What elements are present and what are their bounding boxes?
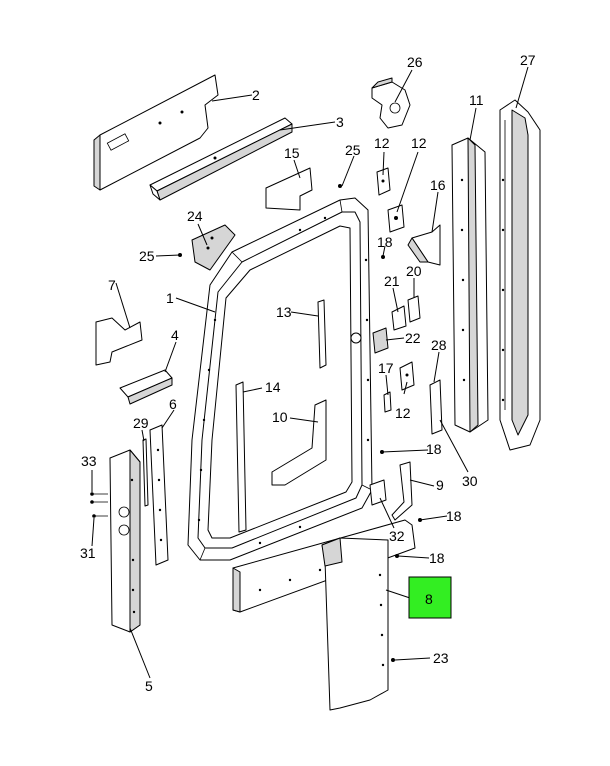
callout-12[interactable]: 12 bbox=[374, 135, 390, 151]
part-4-angle bbox=[119, 369, 173, 405]
part-8-rocker-panel bbox=[321, 537, 389, 711]
callout-4[interactable]: 4 bbox=[171, 327, 179, 343]
callout-12[interactable]: 12 bbox=[395, 405, 411, 421]
callout-20[interactable]: 20 bbox=[406, 263, 422, 279]
part-11-vertical-rail bbox=[451, 137, 489, 433]
callout-18[interactable]: 18 bbox=[446, 508, 462, 524]
callout-15[interactable]: 15 bbox=[284, 145, 300, 161]
callout-27[interactable]: 27 bbox=[520, 52, 536, 68]
callout-16[interactable]: 16 bbox=[430, 177, 446, 193]
part-6-pillar bbox=[149, 424, 169, 566]
leader-lines bbox=[91, 66, 529, 679]
part-3-channel bbox=[149, 117, 293, 201]
part-7-panel bbox=[95, 317, 143, 366]
callout-7[interactable]: 7 bbox=[108, 277, 116, 293]
callout-25[interactable]: 25 bbox=[139, 248, 155, 264]
part-16-gusset bbox=[407, 224, 441, 266]
highlighted-callout-box[interactable] bbox=[408, 576, 452, 619]
part-10-l-bracket bbox=[271, 399, 327, 486]
callout-12[interactable]: 12 bbox=[411, 135, 427, 151]
part-29-bolt bbox=[142, 438, 149, 507]
callout-28[interactable]: 28 bbox=[431, 337, 447, 353]
part-2-header-panel bbox=[93, 74, 219, 191]
part-20-21-22-brackets bbox=[372, 295, 421, 354]
callout-6[interactable]: 6 bbox=[169, 396, 177, 412]
callout-22[interactable]: 22 bbox=[405, 330, 421, 346]
part-26-bracket bbox=[371, 77, 411, 129]
callout-3[interactable]: 3 bbox=[336, 114, 344, 130]
callout-33[interactable]: 33 bbox=[81, 453, 97, 469]
part-27-corner-cap bbox=[499, 99, 541, 451]
fastener-dots bbox=[178, 184, 422, 662]
part-13-strip bbox=[317, 299, 327, 369]
callout-30[interactable]: 30 bbox=[462, 473, 478, 489]
part-17-12-lower-brackets bbox=[383, 361, 415, 413]
part-32-bracket bbox=[369, 479, 387, 506]
callout-8[interactable]: 8 bbox=[425, 591, 433, 607]
callout-labels: 2 3 26 27 11 12 12 15 25 16 24 25 18 20 … bbox=[80, 52, 536, 694]
callout-17[interactable]: 17 bbox=[378, 360, 394, 376]
callout-24[interactable]: 24 bbox=[187, 208, 203, 224]
callout-18[interactable]: 18 bbox=[377, 234, 393, 250]
part-33-31-fasteners bbox=[90, 492, 108, 518]
part-5-b-pillar bbox=[109, 449, 141, 633]
part-12-bracket-upper bbox=[376, 167, 405, 233]
part-28-post bbox=[429, 379, 443, 435]
part-14-strip bbox=[235, 381, 247, 533]
callout-18[interactable]: 18 bbox=[429, 550, 445, 566]
callout-31[interactable]: 31 bbox=[80, 545, 96, 561]
callout-18[interactable]: 18 bbox=[426, 441, 442, 457]
callout-9[interactable]: 9 bbox=[436, 477, 444, 493]
part-15-plate bbox=[265, 167, 313, 211]
part-9-seal bbox=[391, 461, 413, 521]
callout-21[interactable]: 21 bbox=[384, 273, 400, 289]
callout-1[interactable]: 1 bbox=[166, 290, 174, 306]
callout-25[interactable]: 25 bbox=[345, 142, 361, 158]
callout-26[interactable]: 26 bbox=[407, 54, 423, 70]
callout-10[interactable]: 10 bbox=[272, 409, 288, 425]
callout-14[interactable]: 14 bbox=[265, 379, 281, 395]
callout-2[interactable]: 2 bbox=[252, 87, 260, 103]
callout-29[interactable]: 29 bbox=[133, 415, 149, 431]
callout-13[interactable]: 13 bbox=[276, 304, 292, 320]
callout-11[interactable]: 11 bbox=[469, 92, 484, 108]
callout-32[interactable]: 32 bbox=[389, 528, 405, 544]
callout-5[interactable]: 5 bbox=[145, 678, 153, 694]
callout-23[interactable]: 23 bbox=[433, 650, 449, 666]
